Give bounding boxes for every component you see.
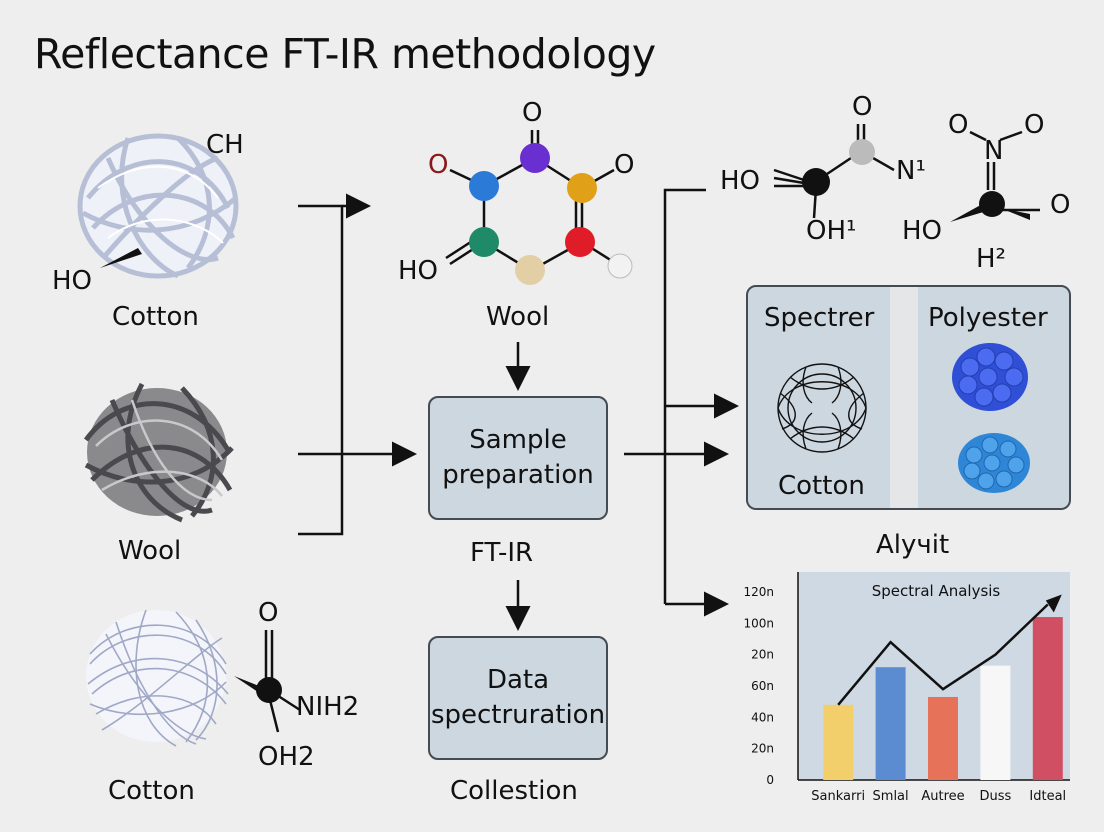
amide-molecule [234, 630, 301, 733]
chem-nh2-label: NIH2 [296, 692, 360, 722]
chart-y-tick-label: 20n [751, 742, 774, 756]
sample-preparation-box: Sample preparation [428, 396, 608, 520]
chart-y-tick-label: 20n [751, 648, 774, 662]
wool-yarn-ball [83, 382, 234, 523]
chart-x-tick-label: Duss [980, 789, 1012, 804]
cotton-yarn-ball-bottom [86, 609, 229, 747]
wool-mol-o-right: O [614, 150, 635, 180]
right-molecule-1 [773, 124, 895, 219]
chart-bar [1032, 617, 1063, 780]
chart-trend-arrowhead [1045, 594, 1062, 613]
right-mol2-o-far: O [1050, 190, 1071, 220]
chart-bar [875, 667, 906, 780]
panel-polyester-title: Polyester [928, 303, 1048, 333]
chart-trend-line [837, 603, 1049, 706]
chem-ch-label: CH [206, 130, 244, 160]
chart-y-tick-label: 40n [751, 710, 774, 724]
collestion-label: Collestion [450, 776, 578, 806]
chart-y-tick-label: 120n [743, 585, 774, 599]
chart-title: Spectral Analysis [872, 582, 1001, 600]
right-mol2-o-right: O [1024, 110, 1045, 140]
right-molecule-2 [950, 130, 1040, 222]
right-mol1-o-top: O [852, 92, 873, 122]
right-mol1-oh: OH¹ [806, 216, 857, 246]
polyester-blob-light [958, 433, 1030, 493]
chart-x-tick-label: Idteal [1029, 789, 1066, 804]
wool-mol-ho: HO [398, 256, 439, 286]
data-spectruration-box: Data spectruration [428, 636, 608, 760]
chart-bar [980, 665, 1011, 780]
right-mol2-ho: HO [902, 216, 943, 246]
panel-divider [890, 287, 918, 508]
chart-x-tick-label: Sankarri [811, 789, 865, 804]
wool-label-center: Wool [486, 302, 550, 332]
wool-mol-o-top: O [522, 98, 543, 128]
chart-x-tick-label: Smlal [873, 789, 909, 804]
cotton-yarn-ball-top [77, 133, 239, 279]
chem-o-label-bottom: O [258, 598, 279, 628]
chart-y-tick-label: 60n [751, 679, 774, 693]
page-title: Reflectance FT-IR methodology [34, 30, 656, 78]
wool-label-left: Wool [118, 536, 182, 566]
spectral-analysis-chart: 120n 100n 20n 60n 40n 20n 0 Spectral AnalysisSa… [743, 572, 1070, 804]
right-bracket-line [663, 188, 706, 604]
alyrit-label: Alyчit [876, 530, 950, 560]
cotton-label-bottom: Cotton [108, 776, 195, 806]
chart-y-tick-label: 0 [766, 773, 774, 787]
panel-spectrer-title: Spectrer [764, 303, 875, 333]
chem-oh2-label: OH2 [258, 742, 315, 772]
right-mol2-n: N [984, 136, 1004, 166]
chart-y-tick-label: 100n [743, 616, 774, 630]
right-mol1-ho: HO [720, 166, 761, 196]
wool-ring-molecule [445, 130, 633, 285]
chart-bar [823, 704, 854, 780]
left-bracket-line [298, 204, 344, 536]
polyester-blob-dark [952, 343, 1028, 411]
cotton-label-top: Cotton [112, 302, 199, 332]
right-mol1-n: N¹ [896, 156, 926, 186]
right-mol2-h2: H² [976, 244, 1006, 274]
right-mol2-o-left: O [948, 110, 969, 140]
panel-cotton-label: Cotton [778, 471, 865, 501]
spectrer-polyester-panel: Spectrer Polyester Cotton [746, 285, 1071, 510]
chart-bar [928, 696, 958, 780]
ftir-label: FT-IR [470, 538, 534, 568]
cotton-fiber-symbol [777, 363, 867, 453]
chem-ho-label: HO [52, 266, 93, 296]
chart-x-tick-label: Autree [921, 789, 964, 804]
ho-bond-wedge [100, 248, 142, 268]
wool-mol-o-left: O [428, 150, 449, 180]
